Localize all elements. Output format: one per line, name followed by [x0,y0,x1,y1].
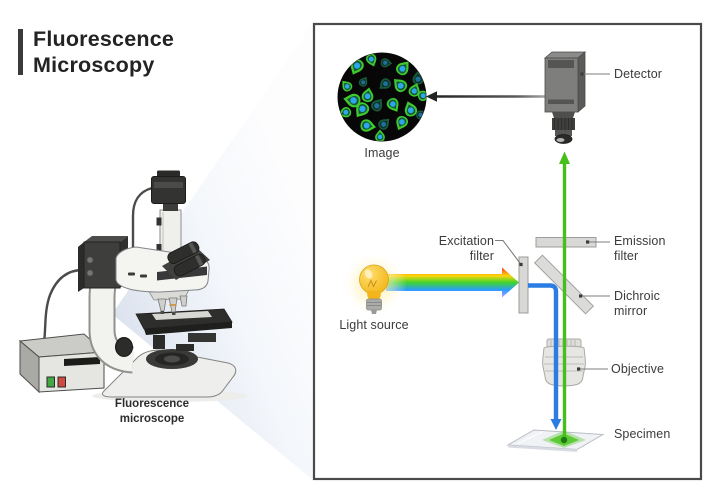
light-bulb-icon [341,251,407,317]
microscope-base [101,349,237,398]
power-supply-slot [64,357,100,366]
stage [135,308,233,351]
output-arrow [426,91,559,102]
specimen-slide [506,429,605,452]
camera [151,170,186,204]
cell-glyphs [338,53,426,141]
microscope-illustration [18,170,248,402]
eyepieces [162,241,210,280]
label-light-source: Light source [339,318,409,332]
label-excitation-filter: Excitation filter [438,234,494,263]
emission-beam [559,151,570,437]
page-title-line1: Fluorescence [33,27,175,51]
leader-lines [495,73,610,370]
power-red-button [57,376,66,388]
condenser-rings [146,349,198,369]
label-specimen: Specimen [614,427,671,441]
label-image: Image [364,146,400,160]
focus-knob [115,337,133,357]
fluorescence-image [337,52,427,142]
detector-camera [543,51,587,144]
excitation-beam [386,267,519,298]
microscope-caption: Fluorescence microscope [114,398,190,425]
power-cable [42,268,84,343]
power-supply-unit [18,333,106,394]
camera-cable [131,186,153,250]
power-green-button [46,376,55,388]
label-objective: Objective [611,362,665,376]
leader-dots [519,72,590,371]
title-accent-bar [18,29,23,75]
reflected-beam [528,283,562,430]
label-emission-filter: Emission filter [614,234,666,263]
zoom-projection-wedge [112,23,313,480]
label-detector: Detector [614,67,663,81]
page-title: Fluorescence Microscopy [33,26,174,78]
page-title-line2: Microscopy [33,53,155,77]
label-dichroic-mirror: Dichroic mirror [614,289,660,318]
diagram-panel [312,22,703,481]
